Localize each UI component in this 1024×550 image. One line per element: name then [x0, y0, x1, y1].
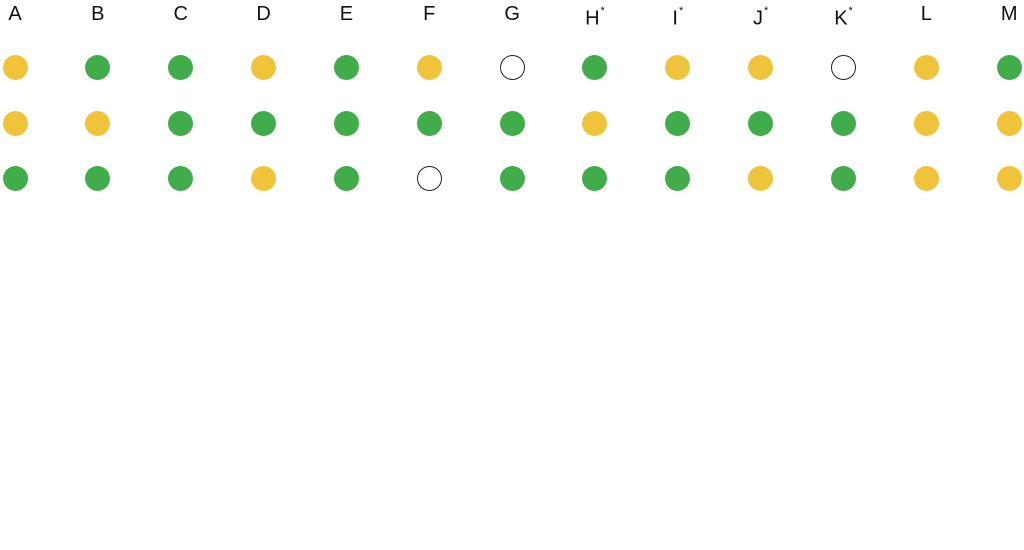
asterisk-mark: * [764, 5, 769, 17]
column-header-label: F [423, 3, 436, 25]
status-dot-green [499, 165, 525, 191]
status-dot-yellow [2, 54, 28, 80]
status-dot-green [333, 110, 359, 136]
status-dot-green [251, 110, 277, 136]
asterisk-mark: * [848, 5, 853, 17]
column-header-a: A [0, 2, 35, 26]
status-dot-yellow [665, 54, 691, 80]
status-dot-empty [499, 54, 525, 80]
column-header-label: B [91, 3, 105, 25]
column-header-e: E [326, 2, 366, 26]
asterisk-mark: * [600, 5, 605, 17]
status-dot-green [665, 165, 691, 191]
column-header-h: H* [575, 2, 615, 31]
column-header-label: A [8, 3, 22, 25]
column-header-d: D [244, 2, 284, 26]
column-header-label: G [504, 3, 520, 25]
status-dot-empty [416, 165, 442, 191]
asterisk-mark: * [678, 5, 684, 17]
column-header-b: B [78, 2, 118, 26]
status-dot-yellow [748, 165, 774, 191]
status-dot-yellow [2, 110, 28, 136]
status-dot-green [416, 110, 442, 136]
status-dot-yellow [748, 54, 774, 80]
status-dot-yellow [996, 110, 1022, 136]
status-dot-green [831, 165, 856, 191]
status-dot-green [333, 54, 359, 80]
column-header-m: M [989, 2, 1024, 26]
column-header-label: M [1000, 3, 1018, 25]
column-header-label: I [672, 7, 678, 30]
status-dot-green [168, 165, 194, 191]
status-dot-yellow [913, 110, 939, 136]
status-dot-green [85, 54, 111, 80]
status-dot-green [831, 110, 856, 136]
status-dot-green [582, 54, 608, 80]
status-dot-yellow [913, 165, 939, 191]
status-dot-green [665, 110, 691, 136]
status-dot-yellow [85, 110, 111, 136]
status-dot-empty [831, 54, 856, 80]
status-dot-green [168, 54, 194, 80]
column-header-i: I* [658, 2, 698, 31]
status-dot-yellow [251, 54, 277, 80]
status-dot-yellow [913, 54, 939, 80]
status-dot-yellow [416, 54, 442, 80]
status-dot-green [85, 165, 111, 191]
column-header-c: C [161, 2, 201, 26]
column-header-label: E [339, 3, 354, 25]
status-dot-green [996, 54, 1022, 80]
column-header-label: D [256, 3, 271, 25]
status-dot-yellow [996, 165, 1022, 191]
column-header-label: H [585, 7, 600, 30]
column-header-label: C [173, 3, 188, 25]
column-header-label: L [920, 3, 932, 25]
column-header-label: J [753, 7, 763, 30]
column-header-label: K [834, 7, 848, 30]
column-header-g: G [492, 2, 532, 26]
status-dot-green [333, 165, 359, 191]
column-header-k: K* [824, 2, 864, 31]
status-dot-green [168, 110, 194, 136]
status-dot-green [499, 110, 525, 136]
status-dot-yellow [582, 110, 608, 136]
column-header-j: J* [741, 2, 781, 31]
column-header-f: F [409, 2, 449, 26]
status-dot-green [2, 165, 28, 191]
status-dot-green [582, 165, 608, 191]
column-header-l: L [906, 2, 946, 26]
status-dot-green [748, 110, 774, 136]
status-dot-yellow [251, 165, 277, 191]
